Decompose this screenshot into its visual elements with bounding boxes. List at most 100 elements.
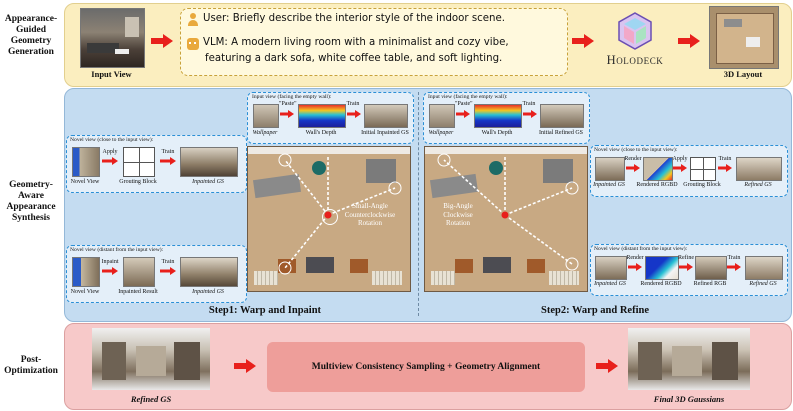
layout-caption: 3D Layout: [723, 69, 763, 79]
step2-rotation-label: Big-Angle Clockwise Rotation: [443, 202, 473, 227]
step1-room-topdown: [247, 146, 411, 292]
step2-far-render: Render: [626, 255, 644, 261]
step2-close-cap2: Rendered RGBD: [636, 182, 678, 188]
step2-far-arrow3: [727, 263, 741, 271]
step1-close-train: Train: [161, 149, 175, 155]
step1-wall-arrow2: [347, 110, 361, 118]
sampling-alignment-box: Multiview Consistency Sampling + Geometr…: [267, 342, 585, 392]
step-divider: [418, 92, 419, 316]
refined-gs-image: [92, 328, 210, 390]
step2-close-train: Train: [718, 156, 732, 162]
step1-far-arrow1: [102, 267, 118, 275]
input-view-caption: Input View: [91, 69, 132, 79]
step2-wall-train: Train: [522, 101, 536, 107]
user-icon: [188, 13, 198, 27]
step1-far-box-title: Novel view (distant from the input view)…: [70, 247, 164, 253]
step2-far-cap4: Refined GS: [749, 281, 777, 287]
step2-far-refined-gs-image: [745, 256, 783, 280]
row-label-appearance-synthesis: Geometry- Aware Appearance Synthesis: [6, 180, 56, 223]
step2-wall-arrow2: [523, 110, 537, 118]
arrow-dialog-to-holodeck: [572, 34, 594, 48]
step1-close-cap3: Inpainted GS: [192, 179, 224, 185]
step1-camera-rays: [278, 153, 402, 275]
step2-close-cap4: Refined GS: [744, 182, 772, 188]
step1-close-apply: Apply: [102, 149, 118, 155]
vlm-dialog-box: [180, 8, 568, 76]
step1-far-cap1: Novel View: [70, 289, 100, 295]
arrow-refined-to-sampling: [234, 359, 256, 373]
step1-wall-depth-image: [298, 104, 346, 128]
step1-wallpaper-image: [253, 104, 279, 128]
step1-far-inpainted-gs-image: [180, 257, 238, 287]
step2-far-arrow2: [679, 263, 693, 271]
step2-close-rgbd-image: [643, 157, 673, 181]
step2-close-arrow2: [673, 164, 687, 172]
step2-close-inpainted-image: [595, 157, 625, 181]
step1-far-train: Train: [161, 259, 175, 265]
step2-wall-paste: "Paste": [455, 101, 473, 107]
holodeck-label: Holodeck: [606, 53, 664, 67]
step2-far-box-title: Novel view (distant from the input view)…: [594, 246, 688, 252]
step1-far-cap2: Inpainted Result: [118, 289, 158, 295]
input-view-image: [80, 8, 145, 68]
step2-wall-arrow1: [456, 110, 470, 118]
step1-far-inpaint: Inpaint: [101, 259, 119, 265]
step1-wall-cap3: Initial Inpainted GS: [361, 130, 409, 136]
step1-close-arrow2: [160, 157, 176, 165]
step2-close-box-title: Novel view (close to the input view):: [594, 147, 678, 153]
arrow-holodeck-to-layout: [678, 34, 700, 48]
step1-wall-arrow1: [280, 110, 294, 118]
sampling-alignment-label: Multiview Consistency Sampling + Geometr…: [311, 362, 541, 372]
step2-close-render: Render: [624, 156, 642, 162]
step2-wallpaper-image: [429, 104, 455, 128]
step2-far-cap3: Refined RGB: [693, 281, 727, 287]
step2-close-arrow1: [626, 164, 640, 172]
step2-wall-depth-image: [474, 104, 522, 128]
arrow-sampling-to-final: [596, 359, 618, 373]
step1-far-inpainted-result-image: [123, 257, 155, 287]
step1-close-cap2: Grouting Block: [119, 179, 157, 185]
step2-wall-cap2: Wall's Depth: [481, 130, 513, 136]
vlm-message-line2: featuring a dark sofa, white coffee tabl…: [205, 53, 503, 64]
step1-far-novel-image: [72, 257, 100, 287]
step2-far-refined-rgb-image: [695, 256, 727, 280]
step2-close-cap3: Grouting Block: [683, 182, 721, 188]
step2-far-train: Train: [727, 255, 741, 261]
step2-far-cap1: Inpainted GS: [594, 281, 626, 287]
refined-gs-caption: Refined GS: [130, 394, 172, 404]
step1-wall-train: Train: [346, 101, 360, 107]
final-gaussians-image: [628, 328, 750, 390]
user-message: User: Briefly describe the interior styl…: [203, 13, 505, 24]
step1-close-box-title: Novel view (close to the input view):: [70, 137, 154, 143]
step2-grouting-block-icon: [690, 157, 716, 181]
vlm-message-line1: VLM: A modern living room with a minimal…: [203, 37, 509, 48]
step2-close-arrow3: [718, 164, 732, 172]
step2-close-apply: Apply: [672, 156, 688, 162]
step2-far-inpainted-image: [595, 256, 627, 280]
step2-close-refined-image: [736, 157, 782, 181]
row-label-geometry-generation: Appearance- Guided Geometry Generation: [4, 14, 58, 57]
final-gaussians-caption: Final 3D Gaussians: [653, 394, 725, 404]
step2-far-arrow1: [628, 263, 642, 271]
step2-close-cap1: Inpainted GS: [593, 182, 625, 188]
step1-title: Step1: Warp and Inpaint: [208, 305, 322, 316]
step2-far-rgbd-image: [645, 256, 679, 280]
step1-close-novel-image: [72, 147, 100, 177]
step1-close-arrow1: [102, 157, 118, 165]
layout-3d-image: [709, 6, 779, 69]
step1-initial-inpainted-image: [364, 104, 408, 128]
step1-close-cap1: Novel View: [70, 179, 100, 185]
step1-wall-cap1: Wallpaper: [252, 130, 278, 136]
step2-far-cap2: Rendered RGBD: [640, 281, 682, 287]
step1-rotation-label: Small-Angle Counterclockwise Rotation: [344, 202, 396, 227]
step2-title: Step2: Warp and Refine: [540, 305, 650, 316]
step1-far-cap3: Inpainted GS: [192, 289, 224, 295]
step1-close-inpainted-image: [180, 147, 238, 177]
arrow-input-to-dialog: [151, 34, 173, 48]
holodeck-logo-icon: [618, 12, 652, 50]
step1-wall-paste: "Paste": [279, 101, 297, 107]
step1-wall-cap2: Wall's Depth: [305, 130, 337, 136]
step1-grouting-block-icon: [123, 147, 155, 177]
step2-wall-box-title: Input view (facing the empty wall):: [428, 94, 508, 100]
step2-far-refine: Refine: [678, 255, 694, 261]
